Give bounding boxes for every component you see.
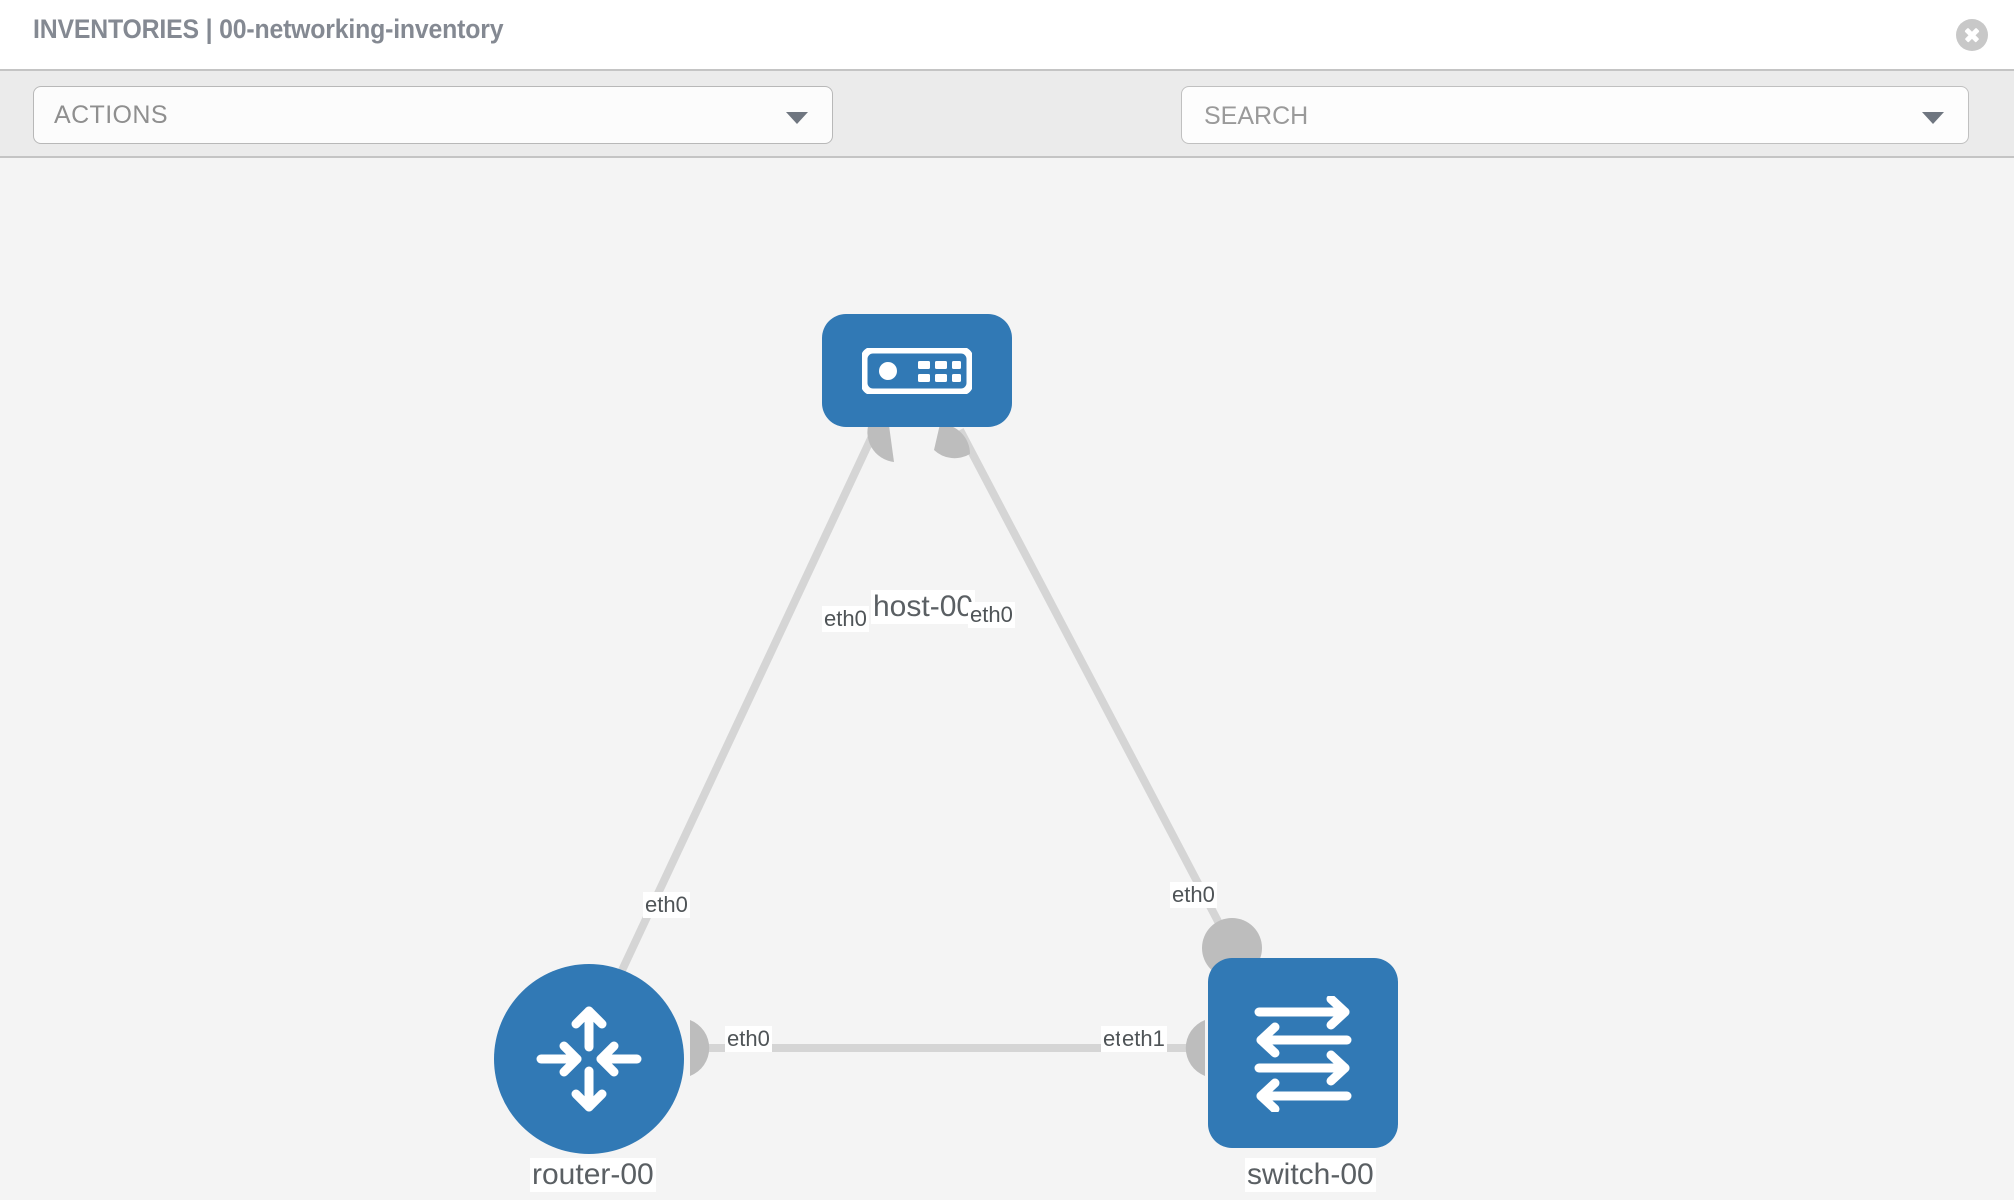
- edge-label-switch-side-b: eth1: [1120, 1026, 1167, 1052]
- switch-icon: [1254, 996, 1352, 1112]
- close-icon[interactable]: [1956, 19, 1988, 51]
- page-header: INVENTORIES | 00-networking-inventory: [0, 0, 2014, 69]
- toolbar: ACTIONS: [0, 69, 2014, 196]
- edge-label-host-left: eth0: [822, 606, 869, 632]
- server-icon: [862, 348, 972, 394]
- port-host-right: [934, 424, 970, 459]
- switch-node-shape[interactable]: [1208, 958, 1398, 1148]
- chevron-down-icon[interactable]: [1922, 112, 1944, 124]
- edge-label-switch-up: eth0: [1170, 882, 1217, 908]
- host-node-shape[interactable]: [822, 314, 1012, 427]
- edge-label-router-side: eth0: [725, 1026, 772, 1052]
- topology-canvas[interactable]: host-00 router-00: [0, 158, 2014, 1200]
- edge-label-router-up: eth0: [643, 892, 690, 918]
- search-field[interactable]: [1181, 86, 1969, 145]
- topology-graph: [606, 418, 1262, 1076]
- topology-ports: [690, 418, 1262, 1076]
- node-label-router: router-00: [530, 1158, 656, 1192]
- chevron-down-icon: [786, 112, 808, 124]
- edge-host-switch: [956, 428, 1236, 950]
- port-switch-left: [1185, 1020, 1205, 1076]
- topology-edges: [606, 428, 1236, 1052]
- node-label-switch: switch-00: [1245, 1158, 1376, 1192]
- router-node-shape[interactable]: [494, 964, 684, 1154]
- page-title: INVENTORIES | 00-networking-inventory: [33, 14, 504, 44]
- actions-dropdown[interactable]: ACTIONS: [33, 86, 833, 144]
- actions-dropdown-label: ACTIONS: [54, 101, 168, 129]
- search-input[interactable]: [1202, 87, 1906, 145]
- port-host-left: [867, 418, 894, 462]
- router-icon: [536, 1006, 642, 1112]
- node-label-host: host-00: [871, 590, 976, 624]
- edge-label-host-right: eth0: [968, 602, 1015, 628]
- port-router-right: [690, 1020, 710, 1076]
